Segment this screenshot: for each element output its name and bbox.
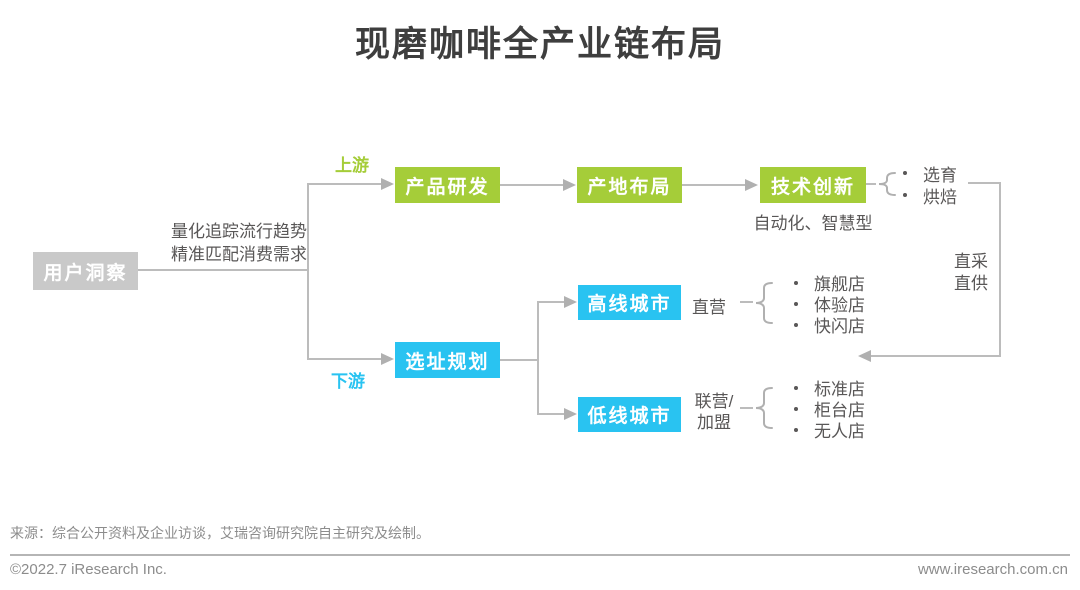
store-label: 柜台店 — [814, 401, 865, 420]
bullet-dot — [794, 280, 798, 285]
website-link[interactable]: www.iresearch.com.cn — [917, 561, 1068, 578]
bullet-dot — [794, 322, 798, 327]
connector-tech-brace — [866, 183, 876, 185]
arrowhead-supply — [858, 350, 871, 362]
connector-supply-top — [968, 182, 1001, 184]
node-product-rd: 产品研发 — [395, 167, 500, 203]
insight-note-line1: 量化追踪流行趋势 — [171, 222, 307, 241]
list-item: 选育 — [903, 162, 957, 185]
arrowhead-chain-1 — [563, 179, 576, 191]
direct-supply-label: 直采 直供 — [948, 251, 994, 295]
insight-note-line2: 精准匹配消费需求 — [171, 245, 307, 264]
arrowhead-upstream — [381, 178, 394, 190]
insight-note: 量化追踪流行趋势 精准匹配消费需求 — [100, 220, 307, 266]
bullet-dot — [794, 427, 798, 432]
brace-low-stores — [755, 387, 773, 429]
connector-high-brace — [740, 301, 753, 303]
brace-tech-items — [878, 172, 896, 196]
store-label: 无人店 — [814, 422, 865, 441]
node-site-planning: 选址规划 — [395, 342, 500, 378]
node-low-tier-city: 低线城市 — [578, 397, 681, 432]
connector-supply-v — [999, 182, 1001, 357]
list-item: 柜台店 — [794, 398, 865, 420]
direct-supply-line2: 直供 — [954, 274, 988, 293]
store-label: 体验店 — [814, 296, 865, 315]
store-label: 标准店 — [814, 380, 865, 399]
tech-item-label: 选育 — [923, 165, 957, 185]
upstream-label: 上游 — [335, 156, 369, 175]
bullet-dot — [794, 385, 798, 390]
node-user-insight: 用户洞察 — [33, 252, 138, 290]
connector-chain-1 — [500, 184, 564, 186]
direct-supply-line1: 直采 — [954, 252, 988, 271]
copyright-text: ©2022.7 iResearch Inc. — [10, 561, 167, 578]
bullet-dot — [903, 171, 907, 175]
low-tier-mode-line1: 联营/ — [694, 392, 734, 411]
brace-high-stores — [755, 282, 773, 324]
footer-divider — [10, 554, 1070, 556]
low-stores-list: 标准店 柜台店 无人店 — [794, 377, 865, 441]
tech-note: 自动化、智慧型 — [753, 214, 873, 233]
downstream-label: 下游 — [331, 372, 365, 391]
node-origin-layout: 产地布局 — [577, 167, 682, 203]
tech-items-list: 选育 烘焙 — [903, 162, 957, 207]
list-item: 体验店 — [794, 293, 865, 315]
list-item: 旗舰店 — [794, 272, 865, 294]
store-label: 快闪店 — [814, 317, 865, 336]
page-title: 现磨咖啡全产业链布局 — [354, 25, 725, 64]
connector-supply-bottom — [870, 355, 1001, 357]
bullet-dot — [903, 193, 907, 197]
connector-branch-v — [307, 183, 309, 360]
connector-downstream — [307, 358, 383, 360]
bullet-dot — [794, 406, 798, 411]
list-item: 快闪店 — [794, 314, 865, 336]
connector-insight-h — [138, 269, 308, 271]
bullet-dot — [794, 301, 798, 306]
store-label: 旗舰店 — [814, 275, 865, 294]
list-item: 标准店 — [794, 377, 865, 399]
list-item: 无人店 — [794, 419, 865, 441]
connector-city-v — [537, 301, 539, 415]
connector-chain-2 — [682, 184, 746, 186]
connector-upstream — [307, 183, 383, 185]
source-note: 来源：综合公开资料及企业访谈，艾瑞咨询研究院自主研究及绘制。 — [10, 525, 430, 541]
node-high-tier-city: 高线城市 — [578, 285, 681, 320]
connector-site-h — [500, 359, 539, 361]
connector-low-tier — [537, 413, 565, 415]
high-stores-list: 旗舰店 体验店 快闪店 — [794, 272, 865, 336]
tech-item-label: 烘焙 — [923, 187, 957, 207]
arrowhead-low-tier — [564, 408, 577, 420]
high-tier-mode: 直营 — [692, 298, 726, 317]
arrowhead-downstream — [381, 353, 394, 365]
arrowhead-high-tier — [564, 296, 577, 308]
connector-low-brace — [740, 407, 753, 409]
low-tier-mode: 联营/ 加盟 — [688, 391, 740, 433]
list-item: 烘焙 — [903, 184, 957, 207]
arrowhead-chain-2 — [745, 179, 758, 191]
connector-high-tier — [537, 301, 565, 303]
low-tier-mode-line2: 加盟 — [697, 413, 731, 432]
node-tech-innovation: 技术创新 — [760, 167, 866, 203]
